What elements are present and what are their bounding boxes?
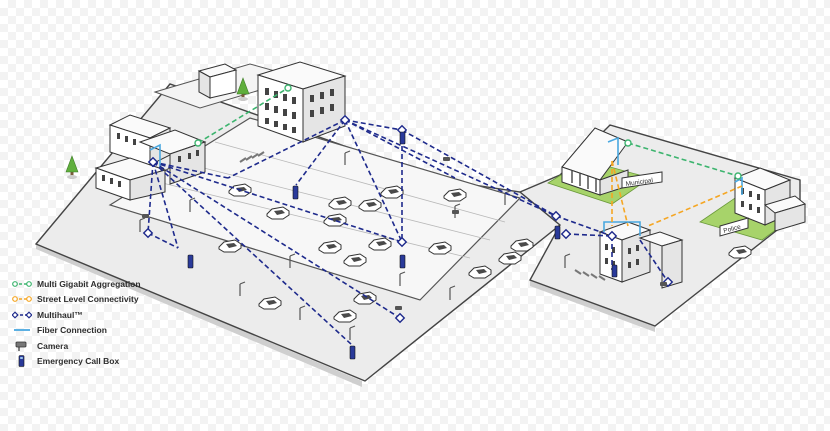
aggregation-links [197,87,739,177]
call-boxes [187,131,618,360]
legend-label: Street Level Connectivity [37,294,139,304]
police-sign: Police [723,223,742,234]
legend-label: Multi Gigabit Aggregation [37,278,141,289]
call-box-icon [18,355,25,367]
legend-label: Fiber Connection [37,325,107,335]
cameras [142,157,667,310]
fiber-line-icon [14,329,30,331]
multihaul-links [147,119,669,346]
camera-icon [15,341,27,351]
blue-dashed-link-icon [12,310,32,319]
building-north [256,61,347,143]
legend-label: Emergency Call Box [37,356,120,366]
legend-item-call-box: Emergency Call Box [12,354,172,369]
green-dashed-link-icon [12,280,32,287]
crosswalk [239,151,606,281]
legend: Multi Gigabit Aggregation Street Level C… [12,276,172,369]
ground-east-side [530,280,655,332]
fiber-connections [149,136,743,236]
legend-item-multihaul: Multihaul™ [12,307,172,322]
legend-item-camera: Camera [12,338,172,353]
legend-item-street-level: Street Level Connectivity [12,292,172,307]
legend-label: Camera [37,340,69,351]
orange-dashed-link-icon [12,296,32,302]
legend-label: Multihaul™ [37,309,83,320]
municipal-sign: Municipal [625,177,654,188]
building-shed [197,63,238,99]
legend-item-fiber: Fiber Connection [12,323,172,338]
building-west [94,114,207,201]
ground-main-side [36,244,362,387]
legend-item-aggregation: Multi Gigabit Aggregation [12,276,172,291]
street-level-links [611,160,743,227]
